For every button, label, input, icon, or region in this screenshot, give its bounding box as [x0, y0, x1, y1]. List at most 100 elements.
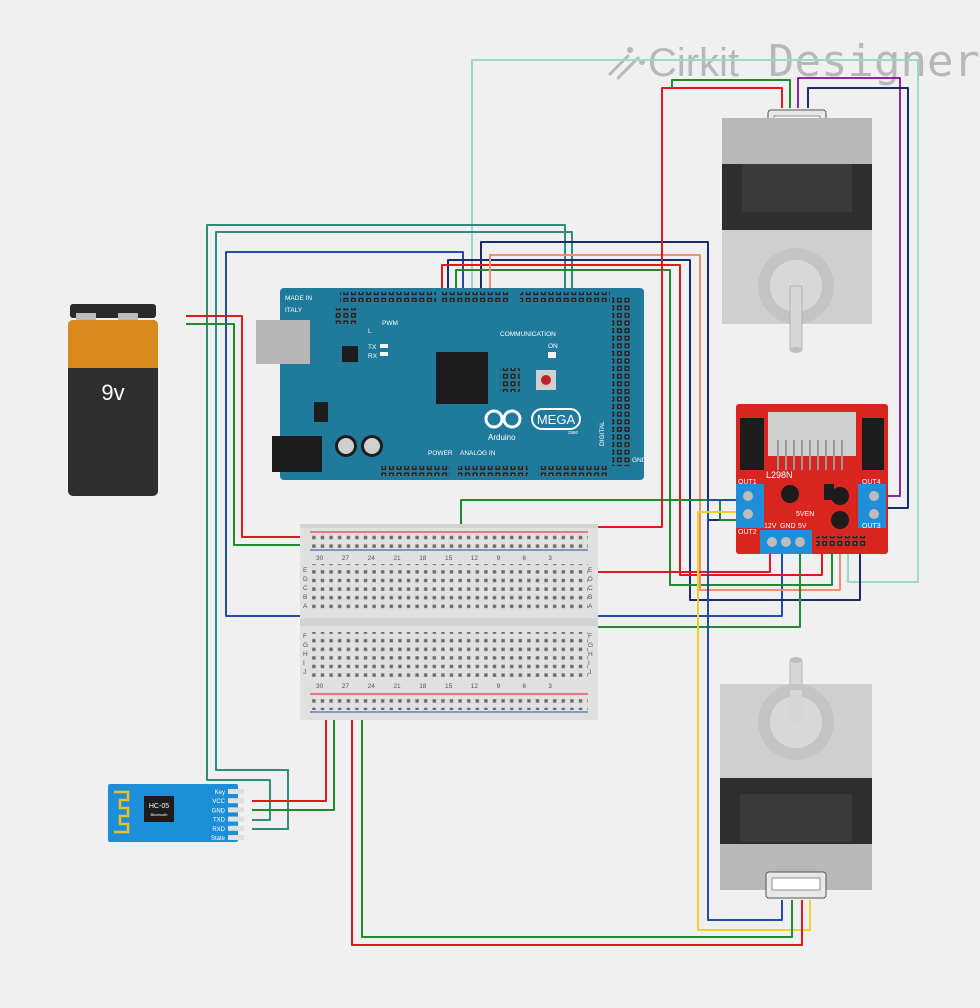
breadboard-row-letter: I	[303, 660, 305, 667]
breadboard-col-number: 21	[393, 683, 401, 690]
wire-red-arduino	[441, 264, 823, 576]
breadboard-col-number: 9	[497, 555, 501, 562]
bt-pin[interactable]	[228, 807, 244, 813]
breadboard-row-letter: J	[588, 669, 591, 676]
breadboard-row-letter: C	[303, 585, 308, 592]
arduino-model: MEGA	[537, 412, 576, 427]
breadboard-col-number: 12	[471, 555, 479, 562]
breadboard-col-number: 24	[368, 555, 376, 562]
breadboard-row-letter: E	[588, 567, 593, 574]
breadboard-row-letter: C	[588, 585, 593, 592]
arduino-tx-label: TX	[368, 344, 377, 351]
power-jack	[272, 436, 322, 472]
wire-green-top	[671, 79, 791, 108]
bt-pin[interactable]	[228, 835, 244, 840]
cirkit-logo-icon	[608, 47, 645, 80]
breadboard-row-letter: F	[588, 633, 592, 640]
arduino-pwm-label: PWM	[382, 320, 398, 327]
wire-salmon	[489, 254, 841, 591]
breadboard-row-letter: B	[303, 594, 307, 601]
breadboard-row-letter: G	[303, 642, 308, 649]
bt-pin-label: GND	[212, 808, 226, 814]
arduino-on-label: ON	[548, 343, 558, 350]
breadboard-row-letter: A	[303, 603, 308, 610]
l298n-driver: L298N OUT1 OUT2 OUT3 OUT4 12V GND 5V 5VE…	[736, 404, 888, 554]
brand-name-part1: Cirkit	[648, 41, 739, 85]
breadboard-col-number: 30	[316, 555, 324, 562]
wire-purple-motor	[797, 77, 901, 497]
breadboard-row-letter: E	[303, 567, 308, 574]
driver-out3-label: OUT3	[862, 523, 881, 530]
bt-pin-label: State	[211, 836, 226, 842]
bt-pin[interactable]	[228, 789, 244, 794]
breadboard-col-number: 12	[471, 683, 479, 690]
arduino-infinity-logo	[484, 409, 522, 429]
driver-chip-label: L298N	[766, 470, 793, 480]
bt-model-label: HC-05	[149, 803, 169, 810]
driver-gnd-label: GND	[780, 523, 796, 530]
wire-blue-out	[707, 499, 783, 921]
breadboard-col-number: 3	[548, 555, 552, 562]
brand-name-part2: Designer	[768, 36, 980, 87]
bt-pin[interactable]	[228, 825, 244, 831]
arduino-power-label: POWER	[428, 450, 453, 457]
wire-teal-rx	[206, 224, 566, 821]
arduino-country: ITALY	[285, 307, 303, 314]
battery-label: 9v	[101, 380, 124, 405]
arduino-mega-badge	[531, 408, 581, 430]
bt-pin-label: Key	[215, 790, 225, 796]
driver-5v-label: 5V	[798, 523, 807, 530]
breadboard-col-number: 9	[497, 683, 501, 690]
breadboard-row-letter: G	[588, 642, 593, 649]
arduino-analog-label: ANALOG IN	[460, 450, 496, 457]
breadboard-col-number: 21	[393, 555, 401, 562]
mcu-chip	[436, 352, 488, 404]
bt-pin[interactable]	[228, 798, 244, 804]
breadboard-row-letter: D	[588, 576, 593, 583]
wire-green-arduino	[455, 269, 833, 586]
breadboard-col-number: 27	[342, 555, 350, 562]
usb-port	[256, 320, 310, 364]
bt-pin-label: RXD	[212, 827, 225, 833]
arduino-brand: Arduino	[488, 433, 516, 442]
arduino-made-in: MADE IN	[285, 295, 312, 302]
breadboard-row-letter: H	[588, 651, 593, 658]
wire-yellow-out	[697, 511, 811, 931]
wire-battery-red	[186, 315, 318, 538]
brand-logo: Cirkit Designer	[608, 36, 980, 87]
breadboard-col-number: 6	[522, 683, 526, 690]
bt-pin-label: VCC	[212, 799, 225, 805]
breadboard-col-number: 15	[445, 683, 453, 690]
driver-out4-label: OUT4	[862, 479, 881, 486]
breadboard-row-letter: F	[303, 633, 307, 640]
wire-navy-motor	[807, 87, 909, 509]
breadboard-row-letter: A	[588, 603, 593, 610]
breadboard-col-number: 18	[419, 683, 427, 690]
top-terminal-strip	[310, 564, 588, 612]
wire-mint	[471, 59, 919, 583]
bottom-terminal-strip	[310, 632, 588, 680]
breadboard-row-letter: D	[303, 576, 308, 583]
breadboard-col-number: 24	[368, 683, 376, 690]
out1-out2-terminal	[736, 484, 764, 528]
bt-sub-label: Bluetooth	[151, 812, 168, 817]
breadboard-col-number: 6	[522, 555, 526, 562]
arduino-mega: MADE IN ITALY PWM COMMUNICATION TX RX L …	[256, 288, 647, 480]
arduino-rx-label: RX	[368, 353, 378, 360]
stepper-motor-top	[722, 109, 872, 353]
wire-battery-green	[186, 323, 318, 546]
bt-pin[interactable]	[228, 816, 244, 822]
bottom-power-rail	[310, 696, 588, 710]
out3-out4-terminal	[858, 484, 886, 528]
bt-pin-label: TXD	[213, 818, 226, 824]
breadboard-col-number: 18	[419, 555, 427, 562]
antenna-icon	[114, 790, 130, 834]
breadboard-row-letter: J	[303, 669, 306, 676]
driver-out1-label: OUT1	[738, 479, 757, 486]
top-power-rail	[310, 534, 588, 548]
breadboard-row-letter: I	[588, 660, 590, 667]
breadboard-col-number: 27	[342, 683, 350, 690]
battery-9v: 9v	[68, 304, 158, 496]
